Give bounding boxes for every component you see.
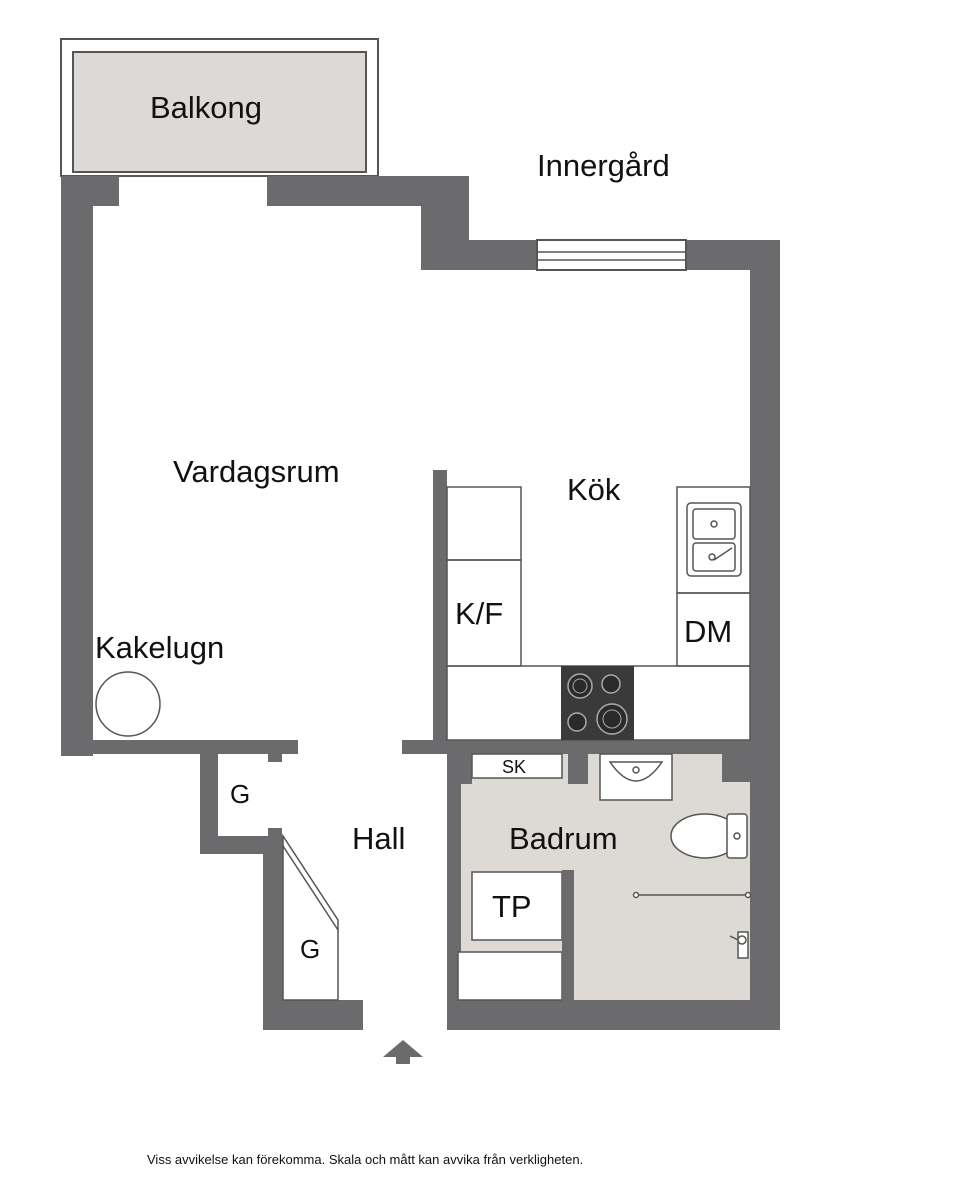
entrance-arrow-icon [383, 1040, 423, 1064]
label-sk: SK [502, 757, 526, 777]
label-dm: DM [684, 614, 732, 649]
label-innergard: Innergård [537, 148, 670, 183]
label-hall: Hall [352, 821, 405, 856]
label-kf: K/F [455, 596, 503, 631]
window [536, 239, 687, 271]
label-tp: TP [492, 889, 532, 924]
closet-lower [282, 833, 339, 1001]
label-g-upper: G [230, 779, 250, 809]
bathroom-sink [599, 753, 673, 801]
toilet [670, 813, 748, 859]
stove [561, 666, 634, 740]
label-badrum: Badrum [509, 821, 618, 856]
shower-rail [632, 891, 752, 899]
label-vardagsrum: Vardagsrum [173, 454, 340, 489]
sk-cabinet [471, 753, 563, 779]
label-kakelugn: Kakelugn [95, 630, 224, 665]
tp-closet [471, 871, 563, 941]
label-kok: Kök [567, 472, 621, 507]
label-balkong: Balkong [150, 90, 262, 125]
kitchen-sink [686, 502, 742, 577]
tile-stove-icon [95, 671, 161, 737]
bath-partition [562, 870, 574, 1002]
disclaimer-text: Viss avvikelse kan förekomma. Skala och … [147, 1152, 584, 1167]
label-g-lower: G [300, 934, 320, 964]
kitchen-left-cabinets [446, 486, 522, 667]
walls [61, 176, 780, 1030]
hall-cabinet [457, 951, 563, 1001]
balcony [60, 38, 379, 177]
shower-head-icon [729, 931, 749, 959]
